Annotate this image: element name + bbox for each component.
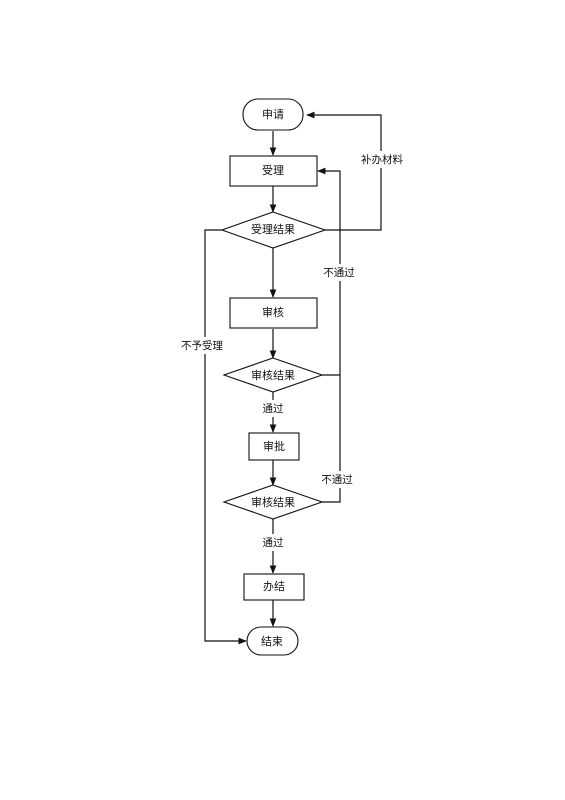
node-review-result-1-shape [222, 357, 324, 393]
arrow-fail-loop [317, 167, 341, 503]
pass-1-label-bg [258, 400, 288, 417]
node-accept-result-shape [220, 211, 327, 249]
nodes: 申请 受理 受理结果 审核 审核结果 审批 审核结果 [220, 98, 327, 656]
node-review-result-1: 审核结果 [222, 357, 324, 393]
node-end: 结束 [246, 626, 299, 656]
node-review-result-2: 审核结果 [222, 484, 324, 520]
edge-labels: 补办材料 不予受理 不通过 通过 不通过 通过 [178, 151, 406, 551]
node-review-shape [229, 297, 318, 329]
node-review-label: 审核 [262, 305, 284, 319]
node-approve-label: 审批 [263, 439, 285, 453]
arrow-supplement-loop [306, 111, 382, 231]
node-complete-shape [243, 573, 305, 601]
node-accept-result-label: 受理结果 [251, 223, 295, 236]
fail-2-label-bg [318, 471, 356, 488]
node-complete-label: 办结 [263, 580, 285, 593]
node-end-label: 结束 [261, 635, 283, 648]
reject-accept-label-bg [178, 337, 226, 354]
supplement-label-bg [358, 151, 406, 168]
node-accept-result: 受理结果 [220, 211, 327, 249]
arrow-reject-to-end [204, 229, 247, 645]
supplement-label: 补办材料 [361, 153, 403, 166]
node-accept: 受理 [229, 155, 318, 187]
node-apply-label: 申请 [262, 108, 284, 121]
node-accept-label: 受理 [262, 164, 284, 177]
node-accept-shape [229, 155, 318, 187]
node-review-result-1-label: 审核结果 [251, 368, 295, 382]
reject-accept-label: 不予受理 [181, 340, 223, 352]
node-complete: 办结 [243, 573, 305, 601]
node-apply-shape [242, 98, 304, 131]
pass-2-label: 通过 [263, 536, 284, 549]
node-end-shape [246, 626, 299, 656]
connectors [204, 111, 382, 645]
pass-1-label: 通过 [263, 402, 284, 415]
fail-2-label: 不通过 [321, 473, 353, 486]
node-review-result-2-label: 审核结果 [251, 495, 295, 509]
node-approve: 审批 [248, 432, 300, 461]
node-review: 审核 [229, 297, 318, 329]
node-approve-shape [248, 432, 300, 461]
node-review-result-2-shape [222, 484, 324, 520]
node-apply: 申请 [242, 98, 304, 131]
fail-1-label: 不通过 [323, 266, 355, 279]
fail-1-label-bg [320, 264, 358, 281]
pass-2-label-bg [258, 534, 288, 551]
